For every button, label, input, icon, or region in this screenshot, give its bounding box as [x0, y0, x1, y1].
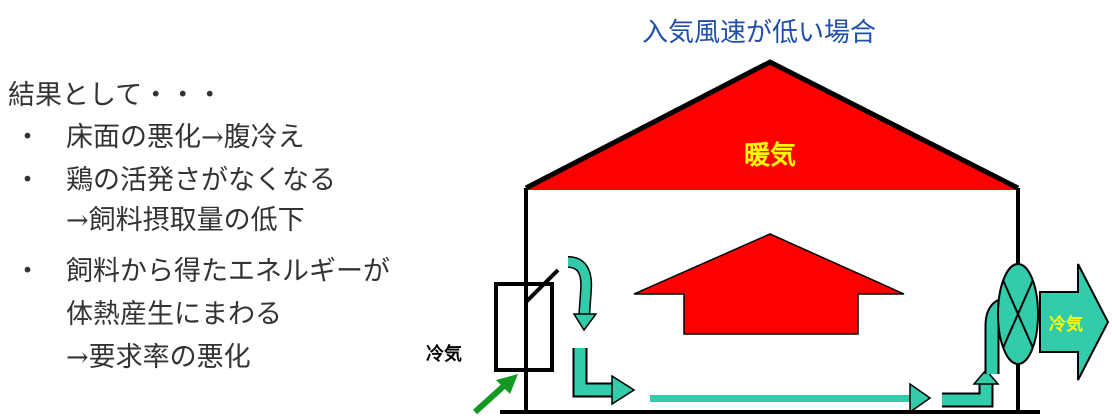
warm-air-label: 暖気 — [744, 140, 796, 171]
warm-air-rising-arrow — [633, 233, 905, 335]
inlet-flap — [524, 268, 560, 304]
inflow-arrow-shaft — [472, 381, 509, 415]
bullet-floor-text: 床面の悪化→腹冷え — [66, 122, 305, 153]
cool-l-arrow — [574, 348, 614, 396]
bullet-marker: ・ — [14, 165, 41, 196]
cool-down-curve-head — [572, 313, 598, 332]
bullet-energy-subtext-2: →要求率の悪化 — [66, 342, 251, 373]
diagram-title: 入気風速が低い場合 — [642, 18, 877, 48]
floor-cool-arrow-shaft — [650, 395, 912, 402]
air-inlet-baffle — [494, 282, 554, 372]
roof-outline — [524, 59, 1020, 191]
bullet-activity-text: 鶏の活発さがなくなる — [66, 165, 336, 196]
step-up-arrow — [942, 384, 992, 406]
cool-down-curve-arrow — [567, 257, 591, 319]
bullet-energy-text: 飼料から得たエネルギーが — [66, 256, 390, 287]
bullet-energy-subtext: 体熱産生にまわる — [66, 299, 282, 330]
bullet-activity-subtext: →飼料摂取量の低下 — [66, 205, 305, 236]
cold-air-inlet-label: 冷気 — [426, 343, 462, 365]
inflow-arrow-head — [496, 374, 518, 394]
step-up-arrow-head — [972, 368, 1000, 385]
fan-blade-line — [1002, 279, 1034, 349]
bullet-marker: ・ — [14, 122, 41, 153]
intro-text: 結果として・・・ — [8, 80, 224, 111]
bullet-marker: ・ — [14, 256, 41, 287]
floor-cool-arrow-head — [909, 382, 932, 414]
cool-l-arrow-head — [611, 374, 636, 406]
exhaust-cool-air-arrow — [1039, 263, 1110, 381]
cold-air-outlet-label: 冷気 — [1049, 314, 1083, 335]
warm-air-roof — [526, 64, 1018, 190]
